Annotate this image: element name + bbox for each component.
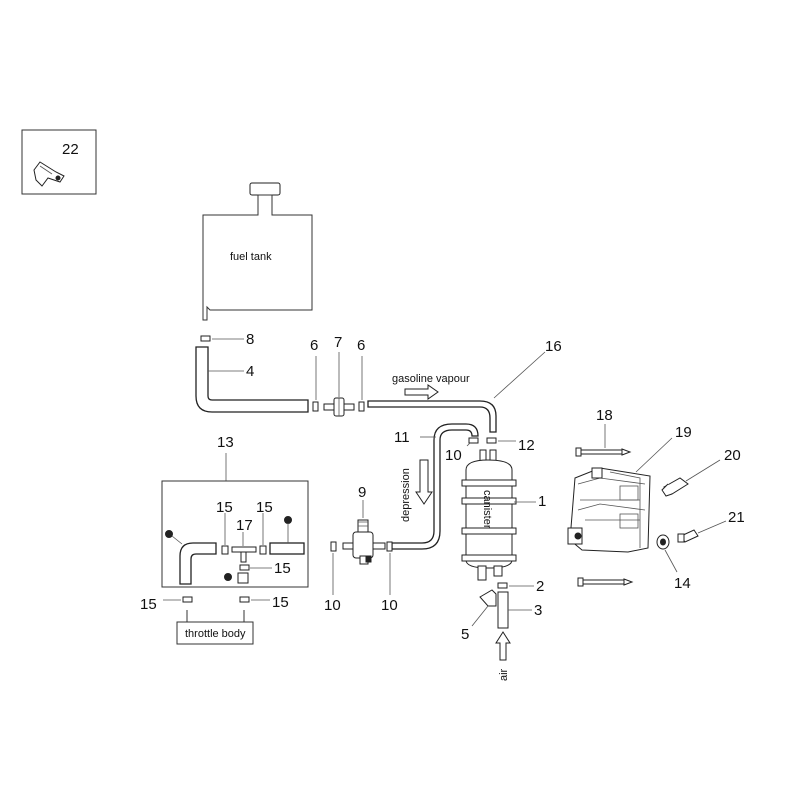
leader-19 <box>635 437 673 473</box>
callout-20: 20 <box>724 447 741 464</box>
callout-4: 4 <box>246 363 254 380</box>
throttle-body <box>176 610 254 645</box>
callout-5: 5 <box>461 626 469 643</box>
depression-label: depression <box>400 468 412 522</box>
callout-6-right: 6 <box>357 337 365 354</box>
hose-right-13 <box>269 516 305 555</box>
leader-20 <box>685 459 721 482</box>
leader-14 <box>664 549 678 573</box>
flow-arrow-air <box>495 631 511 661</box>
callout-15-b: 15 <box>256 499 273 516</box>
callout-2: 2 <box>536 578 544 595</box>
callout-21: 21 <box>728 509 745 526</box>
sleeve-10-top <box>468 437 479 444</box>
canister-label: canister <box>481 490 493 529</box>
sleeve-15-right <box>239 596 250 603</box>
callout-17: 17 <box>236 517 253 534</box>
callout-9: 9 <box>358 484 366 501</box>
leader-5 <box>471 605 489 627</box>
inset-box-22 <box>21 129 97 195</box>
callout-19: 19 <box>675 424 692 441</box>
sleeve-8 <box>200 335 211 342</box>
hose-11 <box>391 423 479 550</box>
fuel-tank <box>202 182 313 321</box>
leader-16 <box>493 351 546 399</box>
callout-14: 14 <box>674 575 691 592</box>
callout-15-c: 15 <box>274 560 291 577</box>
flow-arrow-depression <box>415 459 433 505</box>
air-label: air <box>498 668 510 681</box>
hose-4 <box>195 346 309 413</box>
callout-7: 7 <box>334 334 342 351</box>
hose-16 <box>367 400 497 433</box>
group-box-13 <box>161 480 309 588</box>
screw-21 <box>677 529 699 543</box>
tee-17 <box>221 545 267 563</box>
cap-15-inner <box>224 564 250 584</box>
leader-21 <box>697 520 727 534</box>
fitting-5 <box>479 589 497 607</box>
valve-7 <box>323 397 355 417</box>
sleeve-10-left <box>330 541 337 552</box>
callout-6-left: 6 <box>310 337 318 354</box>
callout-18: 18 <box>596 407 613 424</box>
callout-16: 16 <box>545 338 562 355</box>
callout-10-top: 10 <box>445 447 462 464</box>
sleeve-6-left <box>312 401 319 412</box>
sleeve-12 <box>486 437 497 444</box>
flow-arrow-vapour <box>404 384 439 400</box>
callout-8: 8 <box>246 331 254 348</box>
pipe-3 <box>497 591 509 629</box>
valve-9 <box>342 519 386 565</box>
throttle-body-label: throttle body <box>185 628 246 640</box>
bracket-19 <box>567 467 651 553</box>
screw-20 <box>661 477 689 497</box>
sleeve-10-right <box>386 541 393 552</box>
callout-12: 12 <box>518 437 535 454</box>
gasoline-vapour-label: gasoline vapour <box>392 373 470 385</box>
callout-15-e: 15 <box>272 594 289 611</box>
callout-10-left: 10 <box>324 597 341 614</box>
callout-3: 3 <box>534 602 542 619</box>
strap-18-lower <box>577 577 634 587</box>
canister-1 <box>461 449 517 581</box>
leader-10-top <box>466 442 471 447</box>
callout-15-d: 15 <box>140 596 157 613</box>
strap-18 <box>575 447 632 457</box>
fuel-tank-label: fuel tank <box>230 251 272 263</box>
callout-22: 22 <box>62 141 79 158</box>
callout-10-right: 10 <box>381 597 398 614</box>
sleeve-2 <box>497 582 508 589</box>
washer-14 <box>656 534 670 550</box>
sleeve-6-right <box>358 401 365 412</box>
callout-1: 1 <box>538 493 546 510</box>
hose-left-13 <box>165 530 217 585</box>
callout-11: 11 <box>394 429 410 446</box>
sleeve-15-left <box>182 596 193 603</box>
callout-15-a: 15 <box>216 499 233 516</box>
callout-13: 13 <box>217 434 234 451</box>
